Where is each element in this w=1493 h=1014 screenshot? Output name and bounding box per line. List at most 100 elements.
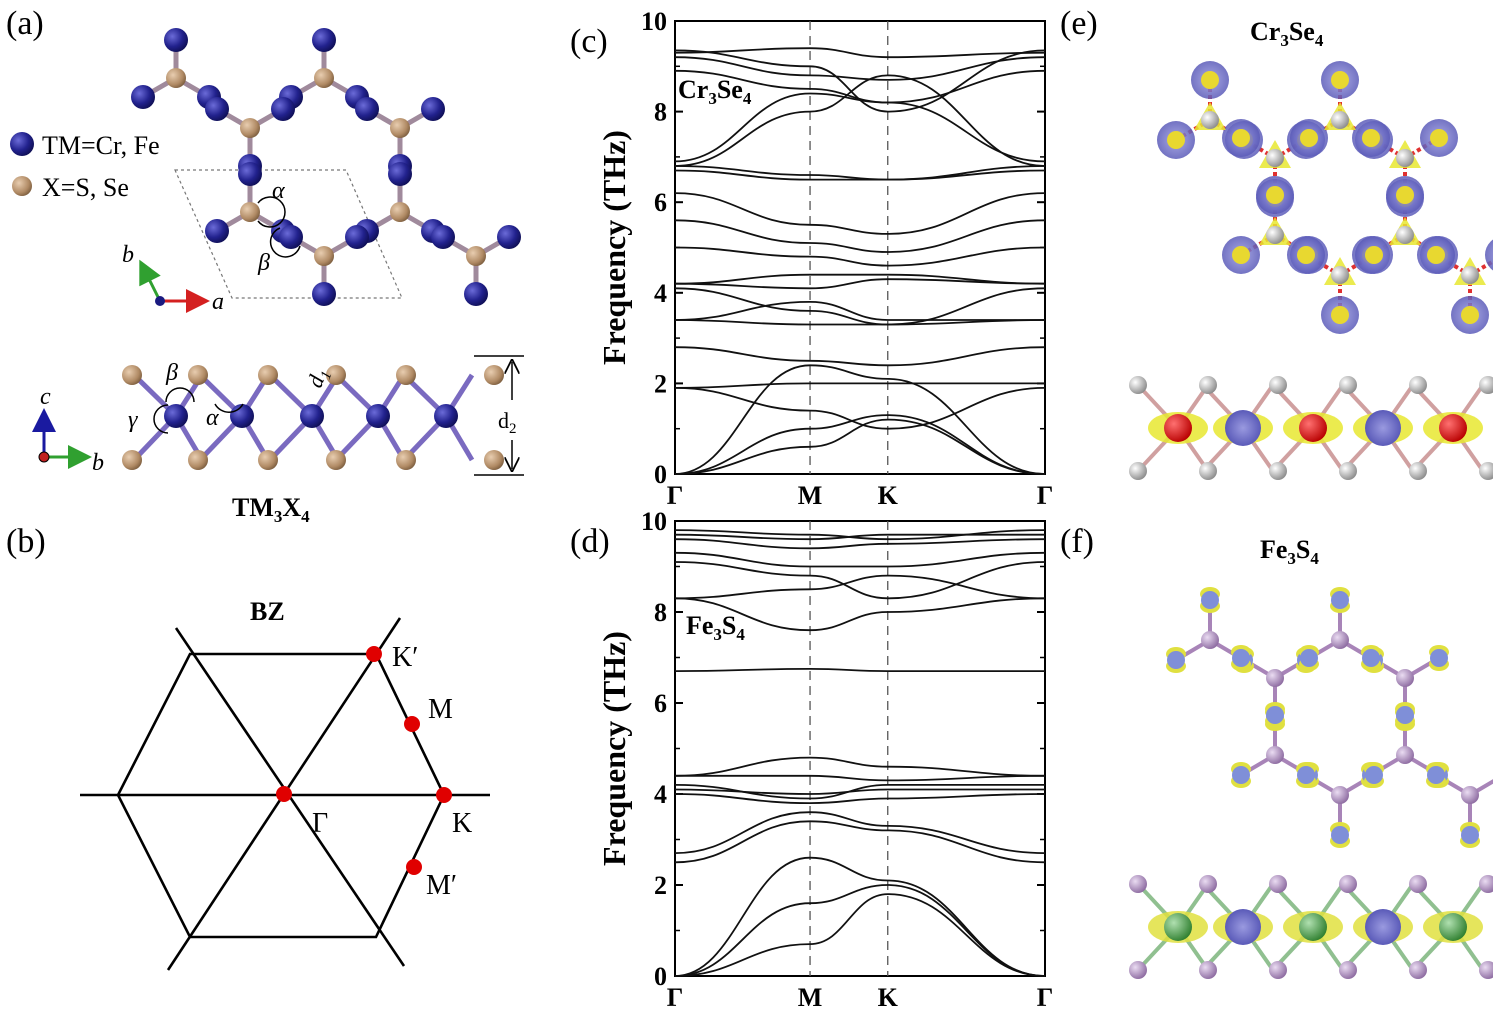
x-atom xyxy=(240,118,260,138)
tm-atom-side xyxy=(300,404,324,428)
phonon-band xyxy=(674,92,1046,163)
tm-atom xyxy=(312,28,336,52)
x-atom xyxy=(1331,111,1349,129)
bz-point-k-prime xyxy=(366,646,382,662)
bz-title: BZ xyxy=(250,597,285,626)
x-atom-bottom xyxy=(122,450,142,470)
x-atom xyxy=(1331,266,1349,284)
tm-atom xyxy=(497,225,521,249)
d2-label: d2 xyxy=(498,408,517,437)
tm-atom xyxy=(1331,306,1349,324)
tm-atom xyxy=(1331,71,1349,89)
x-atom xyxy=(1201,111,1219,129)
x-atom-top xyxy=(122,365,142,385)
tm-atom xyxy=(1430,649,1448,667)
x-atom xyxy=(1266,669,1284,687)
panel-c-label: (c) xyxy=(570,23,608,60)
bz-label-k-prime: K′ xyxy=(392,642,418,673)
bz-label-m: M xyxy=(428,694,453,725)
x-atom xyxy=(314,68,334,88)
phonon-band xyxy=(674,414,1046,475)
y-axis-label: Frequency (THz) xyxy=(596,130,632,365)
phonon-band xyxy=(674,561,1046,600)
tm-atom-side xyxy=(1365,410,1401,446)
chart-d-compound: Fe3S4 xyxy=(686,611,745,644)
x-atom-bottom xyxy=(1269,961,1287,979)
tm-atom xyxy=(345,225,369,249)
x-atom xyxy=(1461,786,1479,804)
x-atom-bottom xyxy=(1409,462,1427,480)
phonon-band xyxy=(674,300,1045,321)
tm-atom-side xyxy=(366,404,390,428)
tm-atom-side xyxy=(434,404,458,428)
tm-atom xyxy=(1461,826,1479,844)
tm-atom xyxy=(1232,129,1250,147)
x-atom-bottom xyxy=(1199,961,1217,979)
phonon-band xyxy=(674,884,1046,977)
y-tick-label: 0 xyxy=(654,460,667,489)
x-tick-label: Γ xyxy=(667,481,684,510)
phonon-band xyxy=(674,273,1046,285)
x-atom-bottom xyxy=(1409,961,1427,979)
unit-cell-outline xyxy=(174,169,403,299)
x-atom-bottom xyxy=(258,450,278,470)
tm-atom xyxy=(164,28,188,52)
tm-atom xyxy=(1232,766,1250,784)
x-atom xyxy=(1331,631,1349,649)
x-atom-top xyxy=(1339,875,1357,893)
tm-atom xyxy=(1167,651,1185,669)
phonon-band xyxy=(674,387,1046,430)
phonon-band xyxy=(674,756,1046,777)
side-beta-label: β xyxy=(165,360,178,386)
axis-origin xyxy=(155,296,165,306)
cr3se4-charge-density-top xyxy=(1157,61,1493,334)
x-atom xyxy=(166,68,186,88)
tm-atom-side xyxy=(164,404,188,428)
phonon-band xyxy=(674,287,1046,326)
x-atom-top xyxy=(1129,875,1147,893)
tm-atom-side xyxy=(1439,913,1467,941)
side-beta-arc xyxy=(165,387,195,403)
legend-x-text: X=S, Se xyxy=(42,173,129,202)
tm-atom-side xyxy=(1439,414,1467,442)
phonon-band xyxy=(674,382,1045,389)
x-tick-label: M xyxy=(798,983,823,1012)
x-atom-top xyxy=(1479,376,1493,394)
tm-atom xyxy=(1430,129,1448,147)
y-tick-label: 10 xyxy=(641,507,667,536)
legend-tm-atom xyxy=(10,132,34,156)
x-atom-bottom xyxy=(188,450,208,470)
tm-atom xyxy=(1297,246,1315,264)
phonon-band xyxy=(674,346,1046,367)
x-atom-top xyxy=(1479,875,1493,893)
phonon-band xyxy=(674,893,1046,977)
tm-atom-side xyxy=(1225,410,1261,446)
phonon-band xyxy=(674,47,1046,59)
tm-atom xyxy=(1266,186,1284,204)
tm-atom xyxy=(1331,826,1349,844)
phonon-band xyxy=(674,793,1046,805)
x-atom-bottom xyxy=(1339,961,1357,979)
phonon-band xyxy=(674,192,1046,235)
x-atom xyxy=(390,202,410,222)
density-lobe xyxy=(1485,239,1493,271)
tm-atom-side xyxy=(1365,909,1401,945)
phonon-band xyxy=(674,856,1046,977)
y-tick-label: 4 xyxy=(654,780,667,809)
tm-atom xyxy=(205,97,229,121)
beta-label: β xyxy=(257,250,270,276)
fe3s4-charge-density-side xyxy=(1129,875,1493,979)
y-tick-label: 0 xyxy=(654,962,667,991)
x-atom xyxy=(1396,149,1414,167)
bz-label-m-prime: M′ xyxy=(426,870,457,901)
x-atom-top xyxy=(1409,376,1427,394)
x-atom xyxy=(1396,669,1414,687)
legend-tm-text: TM=Cr, Fe xyxy=(42,131,160,160)
tm-atom xyxy=(1461,306,1479,324)
y-tick-label: 6 xyxy=(654,188,667,217)
tm-atom xyxy=(1427,246,1445,264)
tm-atom xyxy=(1396,186,1414,204)
panel-f-title: Fe3S4 xyxy=(1260,535,1319,568)
x-atom xyxy=(1201,631,1219,649)
x-atom xyxy=(240,202,260,222)
